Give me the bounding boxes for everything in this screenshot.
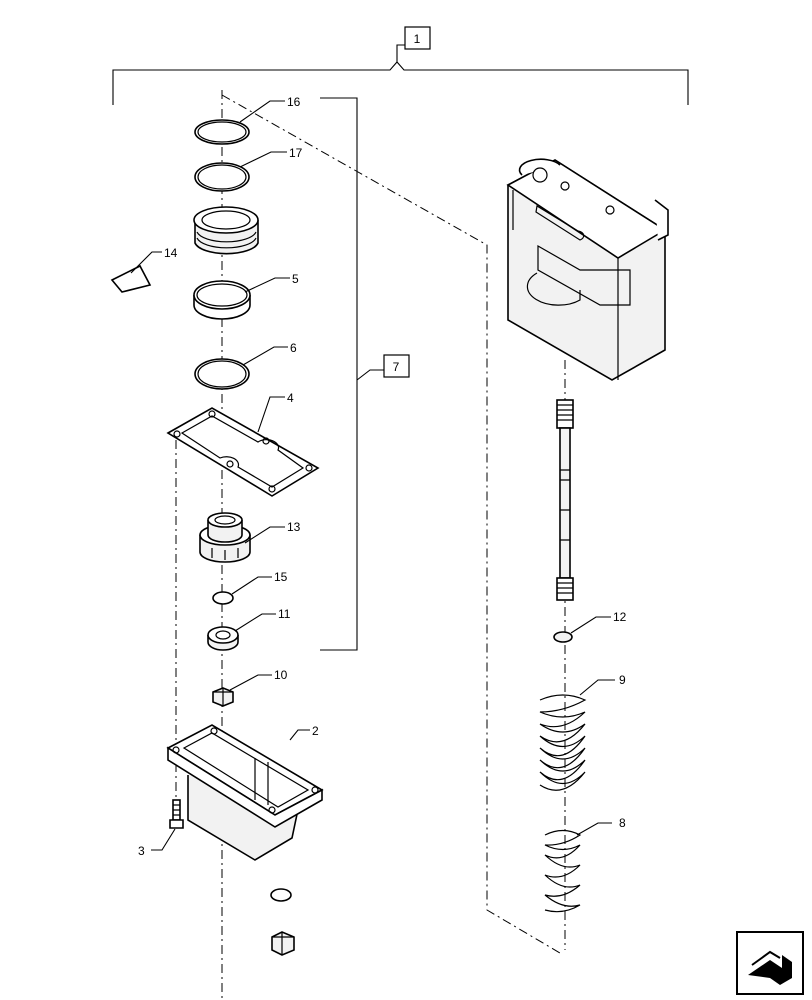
bottom-plug xyxy=(271,931,295,956)
callout-assembly-7: 7 xyxy=(393,360,400,374)
callout-16: 16 xyxy=(287,95,301,109)
backup-ring-5: 5 xyxy=(193,272,299,320)
o-ring-6: 6 xyxy=(194,341,297,390)
callout-3: 3 xyxy=(138,844,145,858)
callout-15: 15 xyxy=(274,570,288,584)
valve-spool xyxy=(556,399,574,601)
callout-13: 13 xyxy=(287,520,301,534)
bolt-3: 3 xyxy=(138,799,184,858)
callout-12: 12 xyxy=(613,610,627,624)
o-ring-17: 17 xyxy=(194,146,303,192)
callout-14: 14 xyxy=(164,246,178,260)
callout-17: 17 xyxy=(289,146,303,160)
gasket-4: 4 xyxy=(166,391,320,497)
callout-5: 5 xyxy=(292,272,299,286)
callout-10: 10 xyxy=(274,668,288,682)
o-ring-15: 15 xyxy=(212,570,288,605)
label-tag-14: 14 xyxy=(110,246,178,293)
callout-assembly-1: 1 xyxy=(414,32,421,46)
callout-4: 4 xyxy=(287,391,294,405)
valve-body-13: 13 xyxy=(199,512,301,563)
washer-11: 11 xyxy=(207,607,291,651)
assembly-7-bracket: 7 xyxy=(320,97,410,651)
callout-6: 6 xyxy=(290,341,297,355)
callout-2: 2 xyxy=(312,724,319,738)
nut-10: 10 xyxy=(212,668,288,707)
housing-2: 2 xyxy=(166,724,324,861)
seal-ring xyxy=(193,206,259,255)
valve-block xyxy=(506,158,669,381)
spring-8: 8 xyxy=(544,816,626,913)
callout-8: 8 xyxy=(619,816,626,830)
assembly-1-bracket: 1 xyxy=(112,26,689,105)
callout-9: 9 xyxy=(619,673,626,687)
o-ring-16: 16 xyxy=(194,95,301,145)
callout-11: 11 xyxy=(278,607,291,621)
bottom-o-ring xyxy=(270,888,292,902)
next-page-arrow-icon[interactable] xyxy=(736,931,804,995)
retainer-12: 12 xyxy=(553,610,627,643)
spring-9: 9 xyxy=(539,673,626,791)
